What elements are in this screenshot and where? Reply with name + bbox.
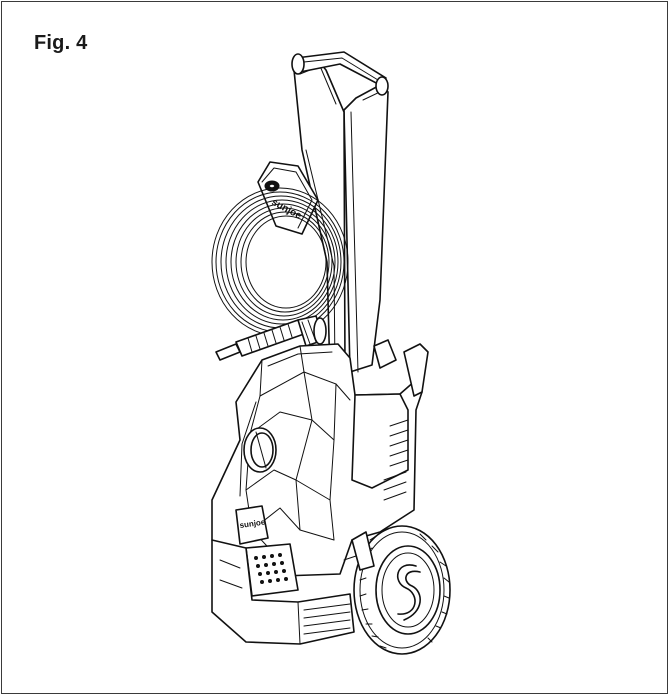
power-switch-knob — [244, 428, 276, 472]
